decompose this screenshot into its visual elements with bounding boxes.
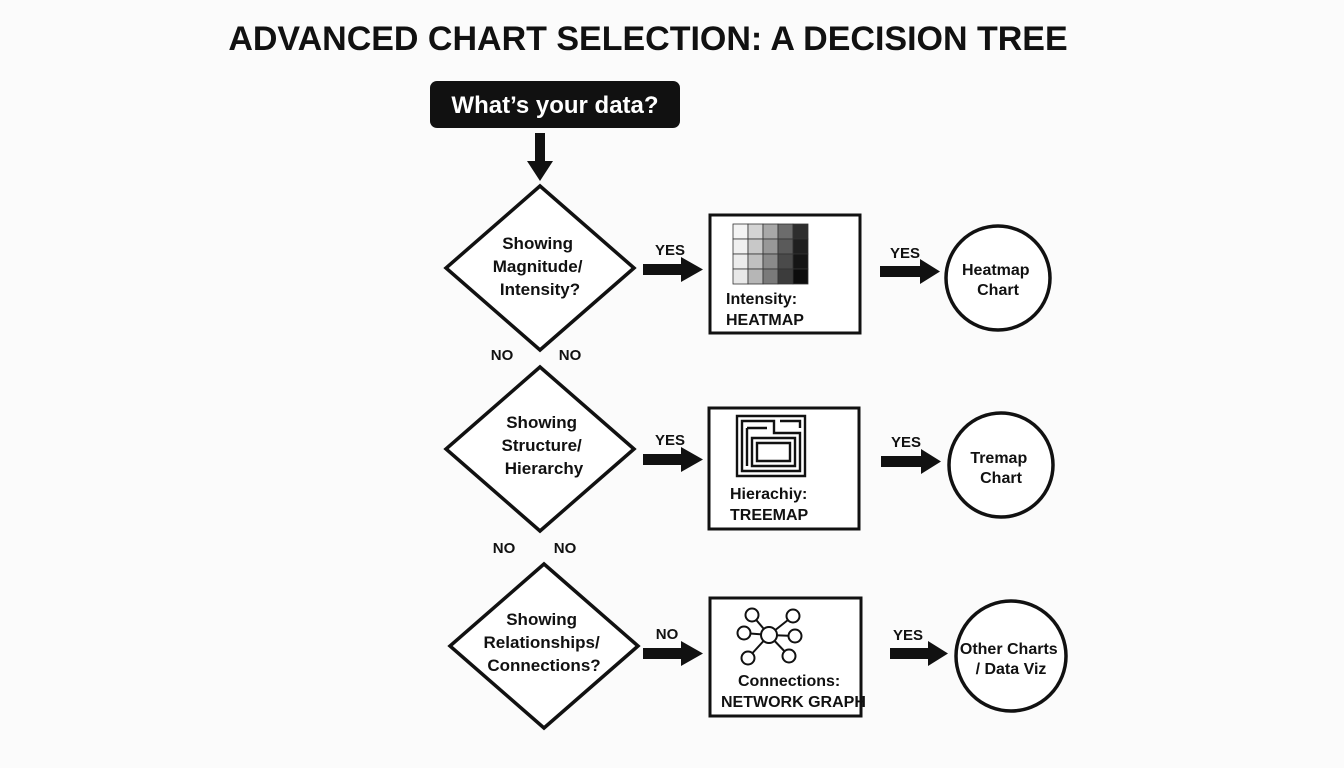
chart-2-line-2: TREEMAP [730, 507, 809, 524]
treemap-icon [735, 414, 807, 478]
chart-1-line-1: Intensity: [726, 291, 797, 308]
chart-2-line-1: Hierachiy: [730, 486, 807, 503]
question-diamond-2: Showing Structure/ Hierarchy [443, 364, 637, 534]
no-label-2b: NO [554, 540, 577, 557]
chart-box-treemap: Hierachiy: TREEMAP [707, 406, 861, 531]
question-diamond-1: Showing Magnitude/ Intensity? [443, 183, 637, 353]
no-label-q3: NO [656, 626, 679, 643]
result-3-line-2: / Data Viz [976, 661, 1047, 678]
chart-3-line-1: Connections: [738, 673, 840, 690]
result-circle-other: Other Charts / Data Viz [954, 599, 1068, 713]
question-1-line-1: Showing [502, 234, 573, 253]
result-2-line-2: Chart [980, 470, 1022, 487]
chart-box-network-graph: Connections: NETWORK GRAPH [708, 596, 866, 718]
question-2-line-3: Hierarchy [505, 459, 584, 478]
svg-text:Showing Structure/: Showing Structure/ Hierarchy [501, 413, 586, 478]
chart-3-line-2: NETWORK GRAPH [721, 694, 866, 711]
arrow-chart-2-to-result-2 [881, 449, 941, 474]
no-label-1a: NO [491, 347, 514, 364]
yes-label-chart-1: YES [890, 245, 920, 262]
network-graph-icon [736, 607, 803, 666]
svg-text:Other Charts / Data Viz: Other Charts / Data Viz [960, 641, 1062, 678]
result-2-line-1: Tremap [970, 450, 1027, 467]
svg-text:Heatmap Chart: Heatmap Chart [962, 262, 1034, 299]
question-2-line-1: Showing [506, 413, 577, 432]
question-3-line-3: Connections? [487, 656, 600, 675]
result-circle-heatmap: Heatmap Chart [944, 224, 1052, 332]
start-node: What’s your data? [430, 81, 680, 128]
chart-1-line-2: HEATMAP [726, 312, 804, 329]
arrow-chart-3-to-result-3 [890, 641, 948, 666]
arrow-q1-to-chart-1 [643, 257, 703, 282]
result-3-line-1: Other Charts [960, 641, 1058, 658]
svg-text:Showing Magnitude/: Showing Magnitude/ Intensity? [493, 234, 587, 299]
question-1-line-2: Magnitude/ [493, 257, 583, 276]
yes-label-chart-2: YES [891, 434, 921, 451]
result-1-line-2: Chart [977, 282, 1019, 299]
question-2-line-2: Structure/ [501, 436, 582, 455]
heatmap-icon [732, 223, 809, 285]
svg-text:Tremap Chart: Tremap Chart [970, 450, 1031, 487]
start-label: What’s your data? [451, 92, 658, 119]
arrow-q3-to-chart-3 [643, 641, 703, 666]
question-3-line-2: Relationships/ [484, 633, 600, 652]
no-label-2a: NO [493, 540, 516, 557]
arrow-q2-to-chart-2 [643, 447, 703, 472]
no-label-1b: NO [559, 347, 582, 364]
arrow-start-to-q1 [527, 133, 553, 181]
chart-box-heatmap: Intensity: HEATMAP [708, 213, 862, 335]
page-title: ADVANCED CHART SELECTION: A DECISION TRE… [228, 20, 1067, 58]
yes-label-chart-3: YES [893, 627, 923, 644]
arrow-chart-1-to-result-1 [880, 259, 940, 284]
result-circle-treemap: Tremap Chart [947, 411, 1055, 519]
svg-text:Showing Relationships/: Showing Relationships/ Connections? [484, 610, 605, 675]
question-diamond-3: Showing Relationships/ Connections? [447, 561, 641, 731]
result-1-line-1: Heatmap [962, 262, 1030, 279]
question-3-line-1: Showing [506, 610, 577, 629]
yes-label-q2: YES [655, 432, 685, 449]
yes-label-q1: YES [655, 242, 685, 259]
question-1-line-3: Intensity? [500, 280, 580, 299]
